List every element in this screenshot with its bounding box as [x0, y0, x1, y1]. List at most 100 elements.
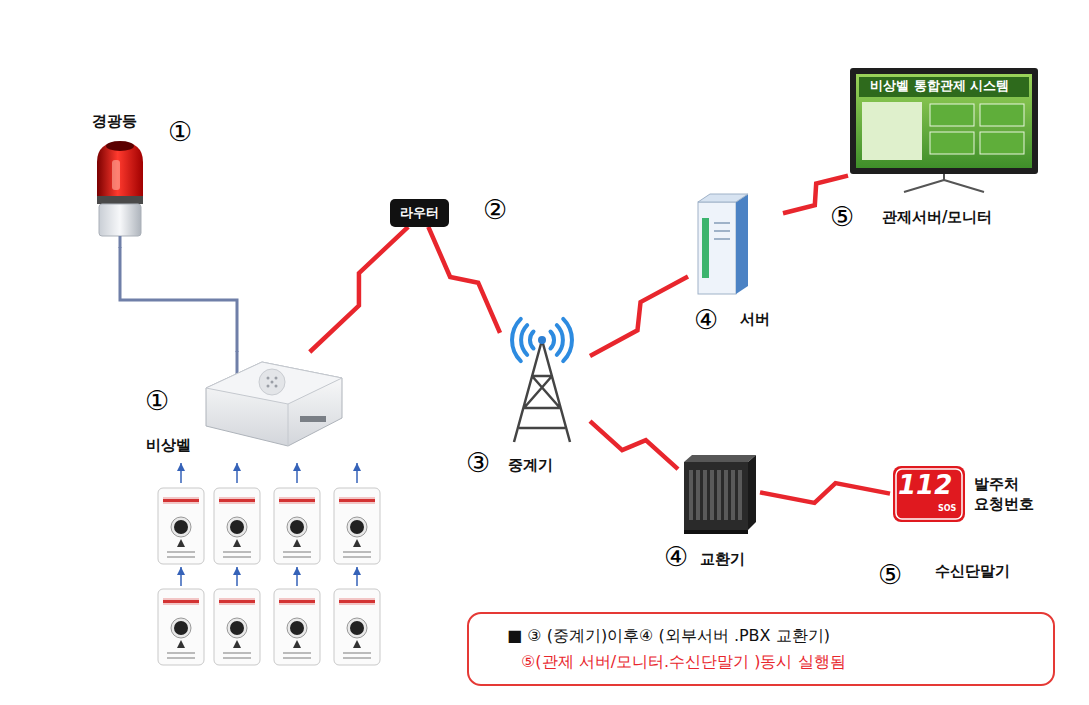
router-label: 라우터: [400, 205, 439, 221]
signal-arrow: [296, 567, 298, 586]
server-stripe: [702, 218, 709, 278]
bell-speaker: [259, 369, 285, 395]
screen-tile: [980, 132, 1024, 154]
wireless-link: [428, 227, 500, 333]
note-box: ■ ③ (중계기)이후④ (외부서버 .PBX 교환기)⑤(관제 서버/모니터.…: [467, 612, 1055, 686]
device-caption: 비상벨: [146, 436, 191, 454]
light-cap: [106, 141, 134, 151]
signal-wire: [120, 247, 237, 352]
server-slot: [714, 238, 730, 240]
bell-body: [206, 362, 342, 446]
callout-number: ④: [664, 543, 688, 570]
callout-number: ①: [168, 118, 192, 145]
signal-arrow: [356, 567, 358, 586]
light-dome: [97, 142, 143, 196]
repeater-tower: 중계기: [500, 318, 590, 478]
exchange-side: [748, 455, 756, 530]
screen-panel: [862, 102, 922, 160]
callout-number: ④: [694, 306, 718, 333]
wireless-link: [760, 483, 890, 503]
bell-badge: [300, 416, 326, 422]
speaker-hole: [267, 377, 270, 380]
call-button: [158, 488, 204, 564]
device-caption: 중계기: [508, 456, 553, 474]
exchange-icon: [684, 455, 756, 534]
call-button: [334, 488, 380, 564]
router-box: 라우터: [390, 199, 449, 227]
callout-number: ⑤: [830, 203, 854, 230]
server-front: [698, 202, 736, 294]
exchange-cards: [691, 470, 740, 520]
note-line: ⑤(관제 서버/모니터.수신단말기 )동시 실행됨: [507, 649, 1043, 675]
wire-stub: [236, 351, 239, 375]
device-caption: 경광등: [92, 112, 137, 130]
monitor-icon: [850, 68, 1038, 192]
exchange-front: [684, 462, 748, 530]
device-caption: 서버: [740, 310, 770, 328]
note-line: ■ ③ (중계기)이후④ (외부서버 .PBX 교환기): [507, 623, 1043, 649]
callout-number: ⑤: [878, 561, 902, 588]
server-top: [698, 194, 748, 202]
server-side: [736, 194, 748, 294]
speaker-hole: [275, 377, 278, 380]
pbx-exchange: 교환기: [678, 450, 760, 572]
receiver-terminal: 112SOS 발주처 요청번호수신단말기: [890, 462, 1050, 587]
tower-lattice: [514, 340, 570, 442]
exchange-top: [684, 455, 756, 462]
logo-mark: SOS: [938, 504, 956, 514]
signal-arrow: [180, 463, 182, 483]
monitor-frame: [850, 68, 1038, 174]
callout-number: ①: [145, 387, 169, 414]
screen-tile: [980, 104, 1024, 126]
light-ring: [97, 196, 143, 204]
control-monitor: 비상벨 통합관제 시스템관제서버/모니터: [848, 66, 1040, 231]
bell-top: [206, 362, 342, 404]
wire-stub: [119, 236, 122, 248]
call-button: [334, 589, 380, 665]
bell-icon: [206, 351, 342, 446]
screen-tile: [930, 104, 974, 126]
speaker-hole: [267, 385, 270, 388]
monitor-stand: [904, 174, 984, 192]
speaker-hole: [275, 385, 278, 388]
signal-arrow: [236, 567, 238, 586]
logo-icon: [893, 466, 965, 522]
call-button: [274, 589, 320, 665]
wireless-link: [590, 276, 688, 356]
server-slot: [714, 222, 730, 224]
callout-number: ③: [466, 449, 490, 476]
exchange-base: [684, 530, 748, 534]
call-button: [158, 589, 204, 665]
call-buttons: [158, 463, 380, 665]
screen-tile: [930, 132, 974, 154]
light-base: [99, 204, 141, 236]
warning-light-icon: [97, 141, 143, 248]
light-shine: [112, 160, 120, 190]
wireless-link: [590, 421, 678, 469]
signal-arrow: [236, 463, 238, 483]
monitor-screen: [856, 74, 1032, 168]
logo-rim: [896, 469, 962, 519]
server-icon: [698, 194, 748, 294]
requester-number: 발주처 요청번호: [974, 474, 1046, 515]
logo-plate: [893, 466, 965, 522]
device-caption: 수신단말기: [935, 562, 1010, 580]
server-slot: [714, 230, 730, 232]
screen-band: [859, 77, 1029, 97]
call-button: [274, 488, 320, 564]
screen-title: 비상벨 통합관제 시스템: [870, 78, 1009, 94]
tower-antenna: [538, 336, 546, 344]
logo-number: 112: [898, 470, 952, 501]
signal-arrow: [180, 567, 182, 586]
radio-waves: [512, 319, 572, 361]
bell-edge: [288, 404, 289, 446]
speaker-hole: [271, 381, 274, 384]
wireless-link: [310, 227, 408, 352]
emergency-bell: 비상벨: [140, 352, 345, 460]
signal-arrow: [356, 463, 358, 483]
device-caption: 교환기: [700, 550, 745, 568]
signal-arrow: [296, 463, 298, 483]
